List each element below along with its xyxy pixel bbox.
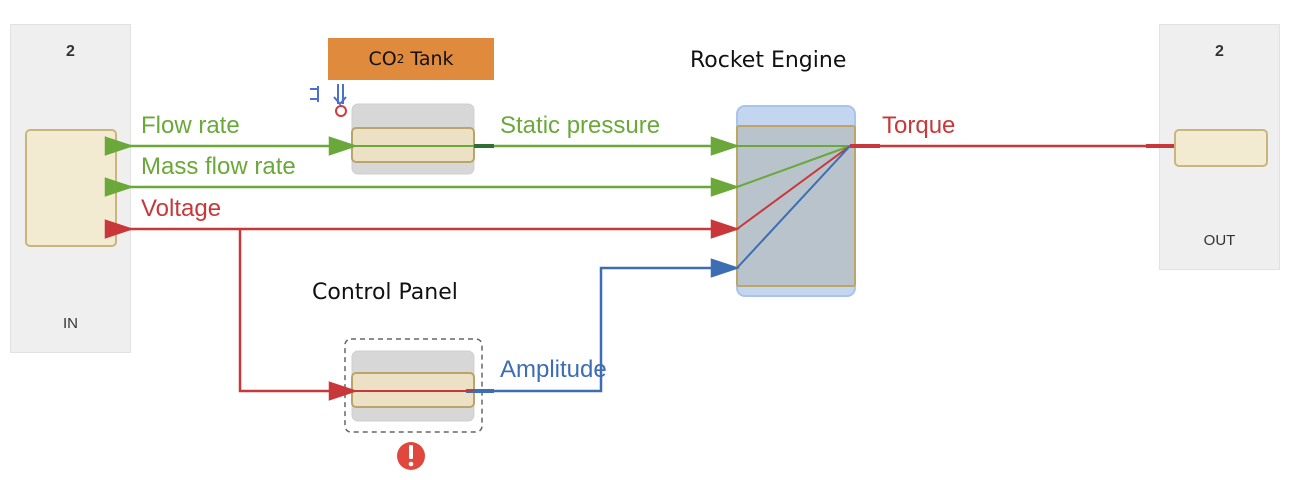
rocket-engine-block[interactable] bbox=[736, 105, 856, 297]
engine-internal-lines bbox=[736, 145, 851, 269]
co2-tank-title-sub: 2 bbox=[396, 52, 405, 66]
in-port-number: 2 bbox=[66, 43, 75, 60]
co2-tank-block[interactable] bbox=[351, 103, 475, 175]
voltage-label: Voltage bbox=[141, 195, 222, 222]
co2-tank-title-main: CO bbox=[368, 48, 397, 70]
control-panel-title: Control Panel bbox=[312, 280, 458, 305]
out-port-number: 2 bbox=[1215, 43, 1224, 60]
static-pressure-wire[interactable] bbox=[474, 136, 740, 156]
out-port-label: OUT bbox=[1203, 232, 1236, 249]
rocket-engine-title: Rocket Engine bbox=[690, 48, 847, 73]
flow-rate-label: Flow rate bbox=[141, 112, 240, 139]
mass-flow-rate-wire[interactable] bbox=[104, 177, 740, 197]
amplitude-label: Amplitude bbox=[500, 356, 607, 383]
out-port-box[interactable] bbox=[1174, 129, 1268, 167]
in-port-label: IN bbox=[63, 315, 78, 332]
voltage-wire[interactable] bbox=[104, 219, 740, 401]
control-panel-block[interactable] bbox=[344, 338, 483, 433]
mass-flow-rate-label: Mass flow rate bbox=[141, 153, 296, 180]
torque-label: Torque bbox=[882, 112, 956, 139]
warning-icon[interactable] bbox=[397, 442, 425, 470]
pressure-source-icon bbox=[310, 84, 347, 117]
out-port-panel[interactable]: 2 OUT bbox=[1159, 24, 1280, 270]
flow-rate-wire[interactable] bbox=[104, 136, 358, 156]
static-pressure-label: Static pressure bbox=[500, 112, 661, 139]
co2-tank-title-rest: Tank bbox=[404, 48, 454, 70]
in-port-box[interactable] bbox=[25, 129, 117, 247]
